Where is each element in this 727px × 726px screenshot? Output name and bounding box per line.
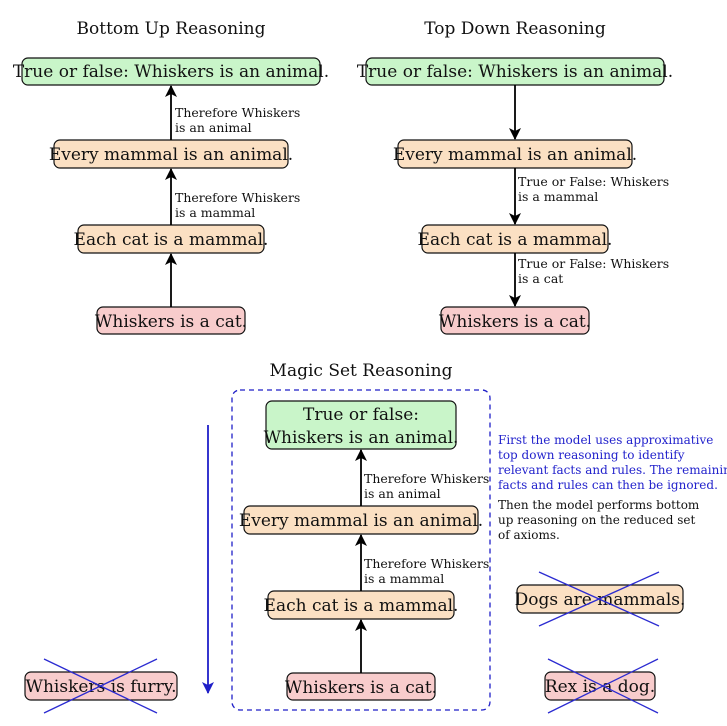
ignored-furry-text: Whiskers is furry.	[25, 677, 176, 697]
bottom-up-edge-upper-line2: is an animal	[175, 120, 252, 135]
bottom-up-edge-upper-line1: Therefore Whiskers	[175, 105, 300, 120]
cross-out-line	[547, 658, 659, 714]
magic-set-section: Magic Set Reasoning True or false: Whisk…	[24, 361, 727, 714]
top-down-edge-upper-line1: True or False: Whiskers	[518, 174, 669, 189]
magic-set-edge-lower-line2: is a mammal	[364, 571, 444, 586]
bottom-up-fact-text: Whiskers is a cat.	[95, 312, 247, 332]
ignored-rex-box	[544, 671, 656, 701]
top-down-fact-text: Whiskers is a cat.	[439, 312, 591, 332]
top-down-title: Top Down Reasoning	[424, 19, 606, 39]
bottom-up-note-line1: Then the model performs bottom	[498, 498, 700, 512]
magic-set-cat-rule-text: Each cat is a mammal.	[264, 596, 459, 616]
magic-set-title: Magic Set Reasoning	[270, 361, 453, 381]
bottom-up-edge-lower-line2: is a mammal	[175, 205, 255, 220]
ignored-fact-furry: Whiskers is furry.	[24, 658, 178, 714]
top-down-note-line2: top down reasoning to identify	[498, 448, 685, 462]
top-down-edge-lower-line2: is a cat	[518, 271, 563, 286]
top-down-cat-rule-text: Each cat is a mammal.	[418, 230, 613, 250]
top-down-section: Top Down Reasoning True or false: Whiske…	[357, 19, 673, 335]
bottom-up-note-line2: up reasoning on the reduced set	[498, 513, 695, 527]
cross-out-line	[538, 571, 660, 627]
magic-set-goal-text-line1: True or false:	[303, 405, 419, 425]
top-down-note-line3: relevant facts and rules. The remaining	[498, 463, 727, 477]
reduced-axiom-set-box	[231, 389, 491, 711]
bottom-up-section: Bottom Up Reasoning True or false: Whisk…	[13, 19, 329, 335]
magic-set-mammal-rule-text: Every mammal is an animal.	[239, 511, 483, 531]
bottom-up-goal-text: True or false: Whiskers is an animal.	[13, 62, 329, 82]
magic-set-edge-upper-line1: Therefore Whiskers	[364, 471, 489, 486]
magic-set-edge-lower-line1: Therefore Whiskers	[364, 556, 489, 571]
cross-out-line	[43, 658, 158, 714]
top-down-mammal-rule-text: Every mammal is an animal.	[393, 145, 637, 165]
magic-set-edge-upper-line2: is an animal	[364, 486, 441, 501]
bottom-up-edge-lower-line1: Therefore Whiskers	[175, 190, 300, 205]
top-down-note-line1: First the model uses approximative	[498, 433, 713, 447]
top-down-note-line4: facts and rules can then be ignored.	[498, 478, 718, 492]
bottom-up-note-line3: of axioms.	[498, 528, 560, 542]
top-down-goal-text: True or false: Whiskers is an animal.	[357, 62, 673, 82]
top-down-edge-lower-line1: True or False: Whiskers	[518, 256, 669, 271]
magic-set-goal-text-line2: Whiskers is an animal.	[264, 428, 459, 448]
top-down-edge-upper-line2: is a mammal	[518, 189, 598, 204]
bottom-up-title: Bottom Up Reasoning	[77, 19, 266, 39]
bottom-up-cat-rule-text: Each cat is a mammal.	[74, 230, 269, 250]
magic-set-fact-text: Whiskers is a cat.	[285, 678, 437, 698]
ignored-rule-dogs: Dogs are mammals.	[515, 571, 685, 627]
top-down-fact-box	[440, 306, 590, 335]
bottom-up-mammal-rule-text: Every mammal is an animal.	[49, 145, 293, 165]
ignored-fact-rex: Rex is a dog.	[544, 658, 659, 714]
